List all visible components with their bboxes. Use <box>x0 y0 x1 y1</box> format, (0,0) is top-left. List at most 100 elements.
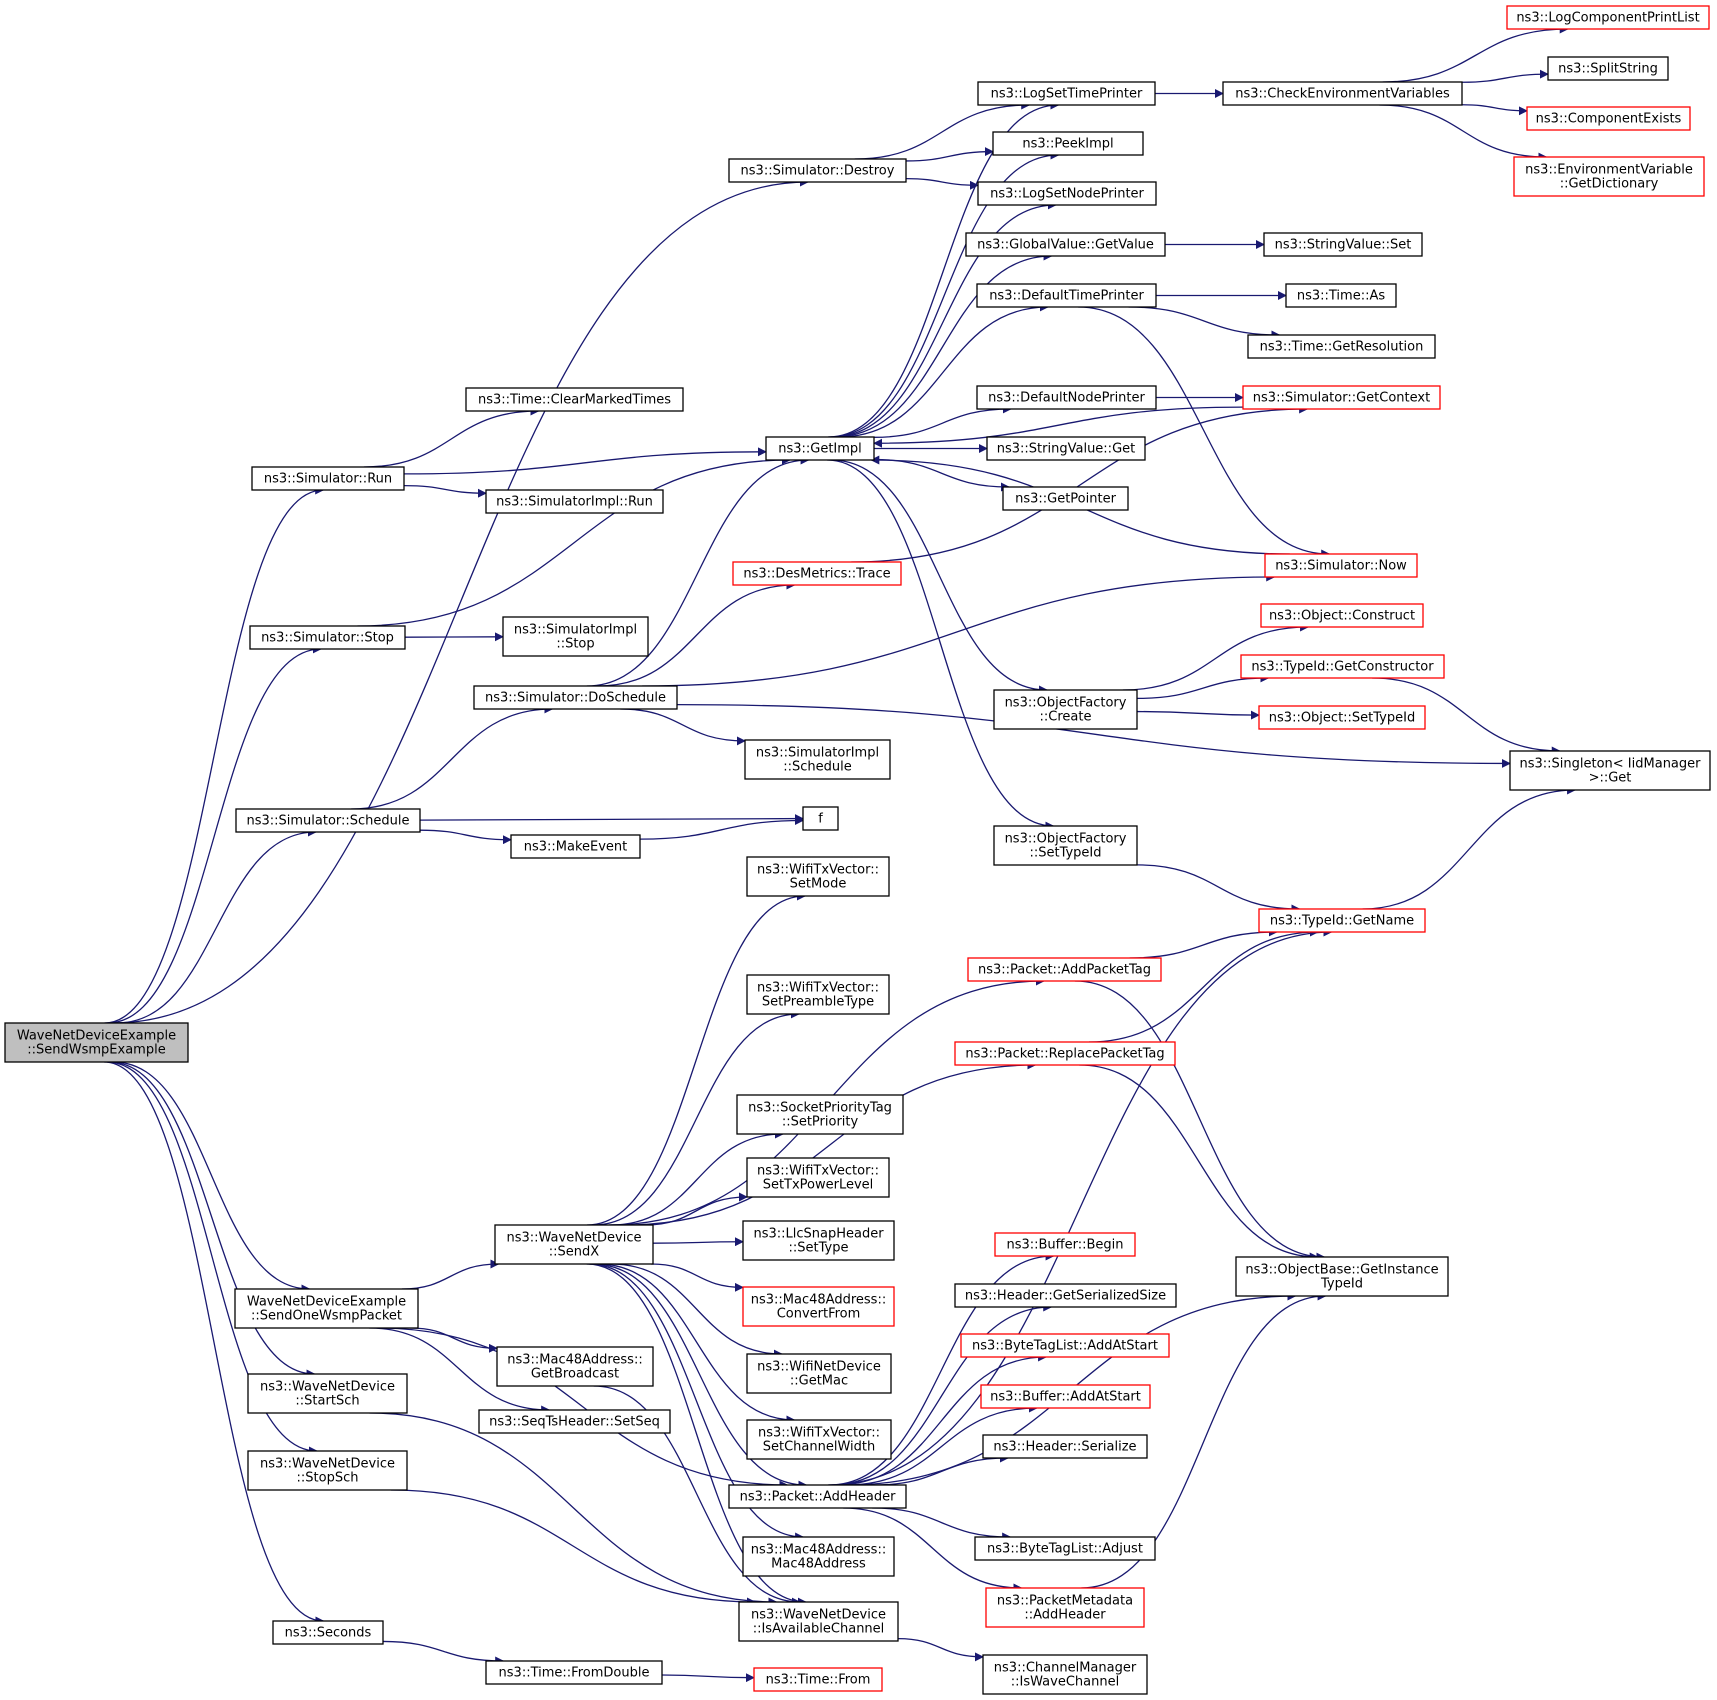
node-box <box>746 974 890 1015</box>
node-box <box>954 1283 1177 1308</box>
node-startsch[interactable]: ns3::WaveNetDevice::StartSch <box>247 1373 408 1414</box>
edge-root-to-seconds <box>104 1061 325 1626</box>
edge-addheader-to-btladjust <box>872 1507 1012 1542</box>
node-clearmarked[interactable]: ns3::Time::ClearMarkedTimes <box>465 387 684 412</box>
node-box <box>1240 654 1445 679</box>
node-run[interactable]: ns3::Simulator::Run <box>251 466 405 491</box>
node-box <box>728 1484 907 1509</box>
node-root[interactable]: WaveNetDeviceExample::SendWsmpExample <box>4 1022 189 1063</box>
node-hdrsize[interactable]: ns3::Header::GetSerializedSize <box>954 1283 1177 1308</box>
node-svget[interactable]: ns3::StringValue::Get <box>986 436 1146 461</box>
node-box <box>967 957 1162 982</box>
node-logsetnode[interactable]: ns3::LogSetNodePrinter <box>977 181 1157 206</box>
node-settxmode[interactable]: ns3::WifiTxVector::SetMode <box>746 856 890 897</box>
node-label: ns3::WaveNetDevice <box>260 1380 395 1395</box>
node-getcontext[interactable]: ns3::Simulator::GetContext <box>1242 385 1441 410</box>
node-btladjust[interactable]: ns3::ByteTagList::Adjust <box>974 1536 1156 1561</box>
node-timeas[interactable]: ns3::Time::As <box>1285 283 1397 308</box>
node-setpreamble[interactable]: ns3::WifiTxVector::SetPreambleType <box>746 974 890 1015</box>
node-stopsch[interactable]: ns3::WaveNetDevice::StopSch <box>247 1450 408 1491</box>
node-checkenv[interactable]: ns3::CheckEnvironmentVariables <box>1222 81 1463 106</box>
node-label: ns3::Time::FromDouble <box>499 1666 650 1681</box>
node-implstop[interactable]: ns3::SimulatorImpl::Stop <box>502 616 649 657</box>
node-label: ::StopSch <box>297 1471 359 1486</box>
node-singleton[interactable]: ns3::Singleton< IidManager >::Get <box>1509 750 1711 791</box>
node-logcomplist[interactable]: ns3::LogComponentPrintList <box>1506 5 1710 30</box>
node-ofcreate[interactable]: ns3::ObjectFactory::Create <box>993 689 1138 730</box>
node-implschedule[interactable]: ns3::SimulatorImpl::Schedule <box>744 739 891 780</box>
node-defnode[interactable]: ns3::DefaultNodePrinter <box>976 385 1157 410</box>
node-seconds[interactable]: ns3::Seconds <box>272 1620 384 1645</box>
node-getname[interactable]: ns3::TypeId::GetName <box>1258 908 1426 933</box>
node-compexists[interactable]: ns3::ComponentExists <box>1526 106 1691 131</box>
node-label: ns3::StringValue::Get <box>997 442 1135 457</box>
node-pmaddheader[interactable]: ns3::PacketMetadata::AddHeader <box>985 1587 1145 1628</box>
node-getmac[interactable]: ns3::WifiNetDevice::GetMac <box>746 1353 892 1394</box>
node-peekimpl[interactable]: ns3::PeekImpl <box>992 131 1144 156</box>
node-box <box>1263 232 1423 257</box>
node-hdrserialize[interactable]: ns3::Header::Serialize <box>982 1434 1148 1459</box>
node-stop[interactable]: ns3::Simulator::Stop <box>249 625 406 650</box>
node-box <box>4 1022 189 1063</box>
node-box <box>485 489 664 514</box>
node-mac48addr[interactable]: ns3::Mac48Address::Mac48Address <box>742 1536 895 1577</box>
node-implrun[interactable]: ns3::SimulatorImpl::Run <box>485 489 664 514</box>
node-getpointer[interactable]: ns3::GetPointer <box>1002 486 1129 511</box>
node-settype[interactable]: ns3::LlcSnapHeader::SetType <box>742 1220 895 1261</box>
node-label: ns3::WaveNetDevice <box>506 1231 641 1246</box>
node-label: ns3::ObjectBase::GetInstance <box>1245 1263 1438 1278</box>
node-f[interactable]: f <box>802 806 839 831</box>
node-label: ::SendOneWsmpPacket <box>251 1309 402 1324</box>
node-timefrom[interactable]: ns3::Time::From <box>753 1667 883 1692</box>
node-label: ns3::Mac48Address:: <box>751 1543 886 1558</box>
node-objconstruct[interactable]: ns3::Object::Construct <box>1260 603 1424 628</box>
node-getconstructor[interactable]: ns3::TypeId::GetConstructor <box>1240 654 1445 679</box>
node-replacepackettag[interactable]: ns3::Packet::ReplacePacketTag <box>954 1041 1176 1066</box>
node-schedule[interactable]: ns3::Simulator::Schedule <box>235 808 421 833</box>
node-svset[interactable]: ns3::StringValue::Set <box>1263 232 1423 257</box>
node-box <box>994 1232 1136 1257</box>
node-label: ns3::DefaultTimePrinter <box>989 289 1144 304</box>
node-convertfrom[interactable]: ns3::Mac48Address::ConvertFrom <box>742 1286 895 1327</box>
node-btladdstart[interactable]: ns3::ByteTagList::AddAtStart <box>960 1333 1170 1358</box>
edge-getimpl-to-peekimpl <box>829 150 1060 438</box>
node-getimpl[interactable]: ns3::GetImpl <box>765 436 875 461</box>
node-makeevent[interactable]: ns3::MakeEvent <box>510 834 641 859</box>
node-getres[interactable]: ns3::Time::GetResolution <box>1247 334 1436 359</box>
node-label: f <box>818 812 823 827</box>
node-bufaddstart[interactable]: ns3::Buffer::AddAtStart <box>980 1384 1151 1409</box>
node-iswave[interactable]: ns3::ChannelManager::IsWaveChannel <box>982 1654 1148 1695</box>
node-destroy[interactable]: ns3::Simulator::Destroy <box>728 158 907 183</box>
node-label: ns3::Packet::AddPacketTag <box>978 963 1151 978</box>
node-addpackettag[interactable]: ns3::Packet::AddPacketTag <box>967 957 1162 982</box>
node-envdict[interactable]: ns3::EnvironmentVariable::GetDictionary <box>1513 156 1705 197</box>
node-getbroadcast[interactable]: ns3::Mac48Address::GetBroadcast <box>496 1346 654 1387</box>
node-box <box>992 131 1144 156</box>
node-box <box>1509 750 1711 791</box>
node-logsettime[interactable]: ns3::LogSetTimePrinter <box>977 81 1156 106</box>
node-addheader[interactable]: ns3::Packet::AddHeader <box>728 1484 907 1509</box>
node-box <box>485 1660 663 1685</box>
node-setchwidth[interactable]: ns3::WifiTxVector::SetChannelWidth <box>746 1419 892 1460</box>
node-simnow[interactable]: ns3::Simulator::Now <box>1264 553 1418 578</box>
node-bufbegin[interactable]: ns3::Buffer::Begin <box>994 1232 1136 1257</box>
node-sendone[interactable]: WaveNetDeviceExample::SendOneWsmpPacket <box>234 1288 419 1329</box>
node-setpriority[interactable]: ns3::SocketPriorityTag::SetPriority <box>736 1094 904 1135</box>
node-settxpower[interactable]: ns3::WifiTxVector::SetTxPowerLevel <box>746 1157 890 1198</box>
node-box <box>1247 334 1436 359</box>
node-setseq[interactable]: ns3::SeqTsHeader::SetSeq <box>478 1409 671 1434</box>
node-ofsettypeid[interactable]: ns3::ObjectFactory::SetTypeId <box>993 825 1138 866</box>
node-destrace[interactable]: ns3::DesMetrics::Trace <box>732 561 902 586</box>
node-deftime[interactable]: ns3::DefaultTimePrinter <box>976 283 1157 308</box>
node-splitstring[interactable]: ns3::SplitString <box>1547 56 1669 81</box>
node-label: ns3::Simulator::DoSchedule <box>485 691 666 706</box>
node-isavail[interactable]: ns3::WaveNetDevice::IsAvailableChannel <box>738 1601 899 1642</box>
node-doschedule[interactable]: ns3::Simulator::DoSchedule <box>473 685 678 710</box>
node-label: ns3::TypeId::GetName <box>1270 914 1414 929</box>
node-gvgetvalue[interactable]: ns3::GlobalValue::GetValue <box>965 232 1166 257</box>
node-sendx[interactable]: ns3::WaveNetDevice::SendX <box>494 1224 654 1265</box>
node-fromdouble[interactable]: ns3::Time::FromDouble <box>485 1660 663 1685</box>
node-objsettypeid[interactable]: ns3::Object::SetTypeId <box>1258 705 1426 730</box>
